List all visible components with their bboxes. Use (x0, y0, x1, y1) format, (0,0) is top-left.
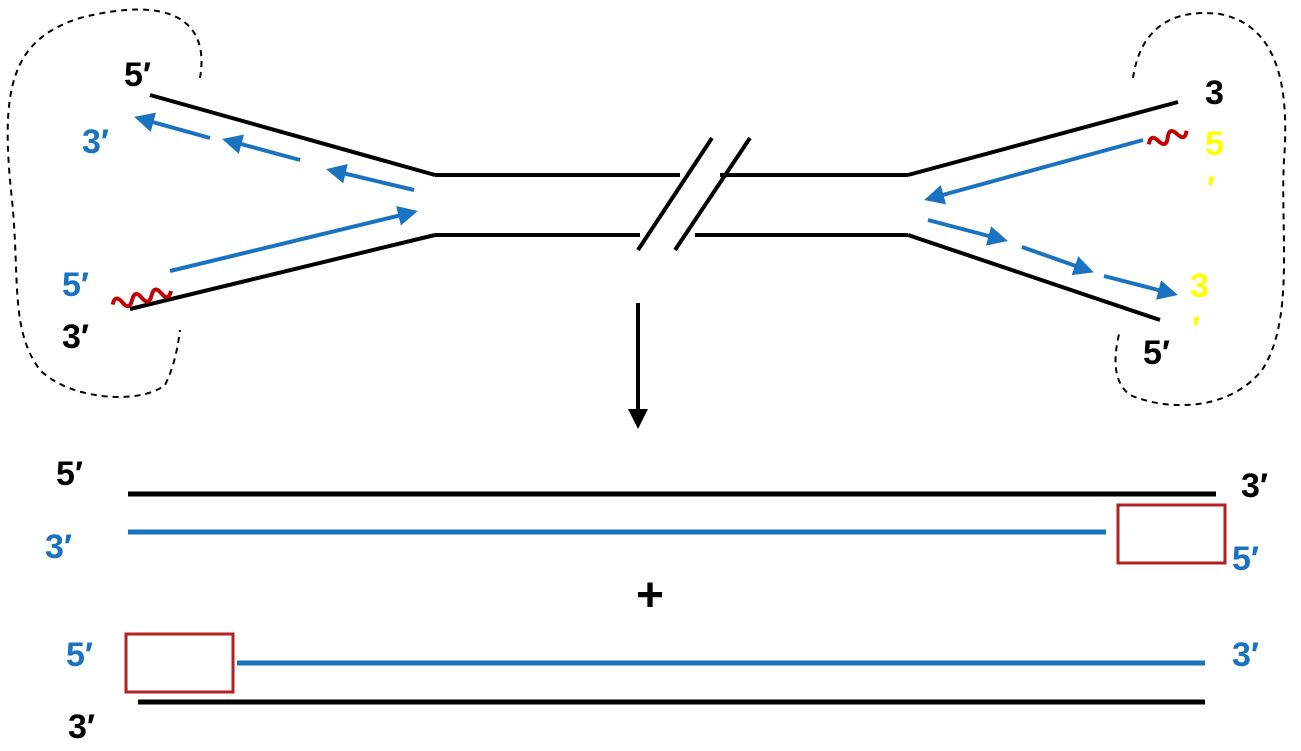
right-upper-new-prime: ′ (1207, 170, 1215, 208)
break-mark-1 (636, 136, 714, 252)
molecule2-left-new-label: 5′ (66, 636, 93, 674)
right-lower-fragment-2 (1021, 245, 1094, 276)
right-lower-fragment-3 (1103, 274, 1178, 300)
right-upper-new-strand (924, 138, 1144, 205)
right-lower-new-label: 3 (1190, 267, 1209, 305)
molecule2-right-new-label: 3′ (1232, 636, 1259, 674)
molecule1-right-template-label: 3′ (1241, 467, 1268, 505)
molecule2-gap-box (124, 632, 235, 694)
left-lower-template-label: 3′ (62, 318, 89, 356)
right-upper-new-label: 5 (1205, 125, 1224, 163)
right-lower-template-label: 5′ (1143, 334, 1170, 372)
left-primer (110, 287, 173, 309)
right-upper-template-label: 3 (1205, 74, 1224, 112)
right-lower-fragment-1 (927, 218, 1008, 246)
left-upper-fragment-2 (222, 134, 301, 162)
left-upper-fragment-3 (326, 163, 415, 192)
right-dashed-outline (1114, 12, 1287, 407)
right-fork-lower-template (907, 233, 1161, 322)
right-primer (1146, 128, 1189, 147)
left-upper-template-label: 5′ (124, 56, 151, 94)
left-dashed-outline (6, 8, 203, 398)
left-lower-new-strand (169, 206, 418, 273)
break-mark-2 (673, 136, 752, 252)
right-fork-upper-template (907, 100, 1179, 177)
right-lower-new-prime: ′ (1192, 310, 1200, 348)
molecule1-left-template-label: 5′ (56, 455, 83, 493)
left-fork-lower-template (129, 233, 436, 311)
left-fork-upper-template (149, 93, 436, 177)
molecule1-right-new-label: 5′ (1232, 540, 1259, 578)
left-lower-new-label: 5′ (62, 266, 89, 304)
plus-sign: + (636, 569, 664, 622)
left-upper-new-label: 3′ (82, 123, 109, 161)
molecule2-left-template-label: 3′ (68, 708, 95, 746)
molecule1-left-new-label: 3′ (45, 528, 72, 566)
left-upper-fragment-1 (134, 112, 211, 140)
molecule1-gap-box (1116, 503, 1227, 565)
